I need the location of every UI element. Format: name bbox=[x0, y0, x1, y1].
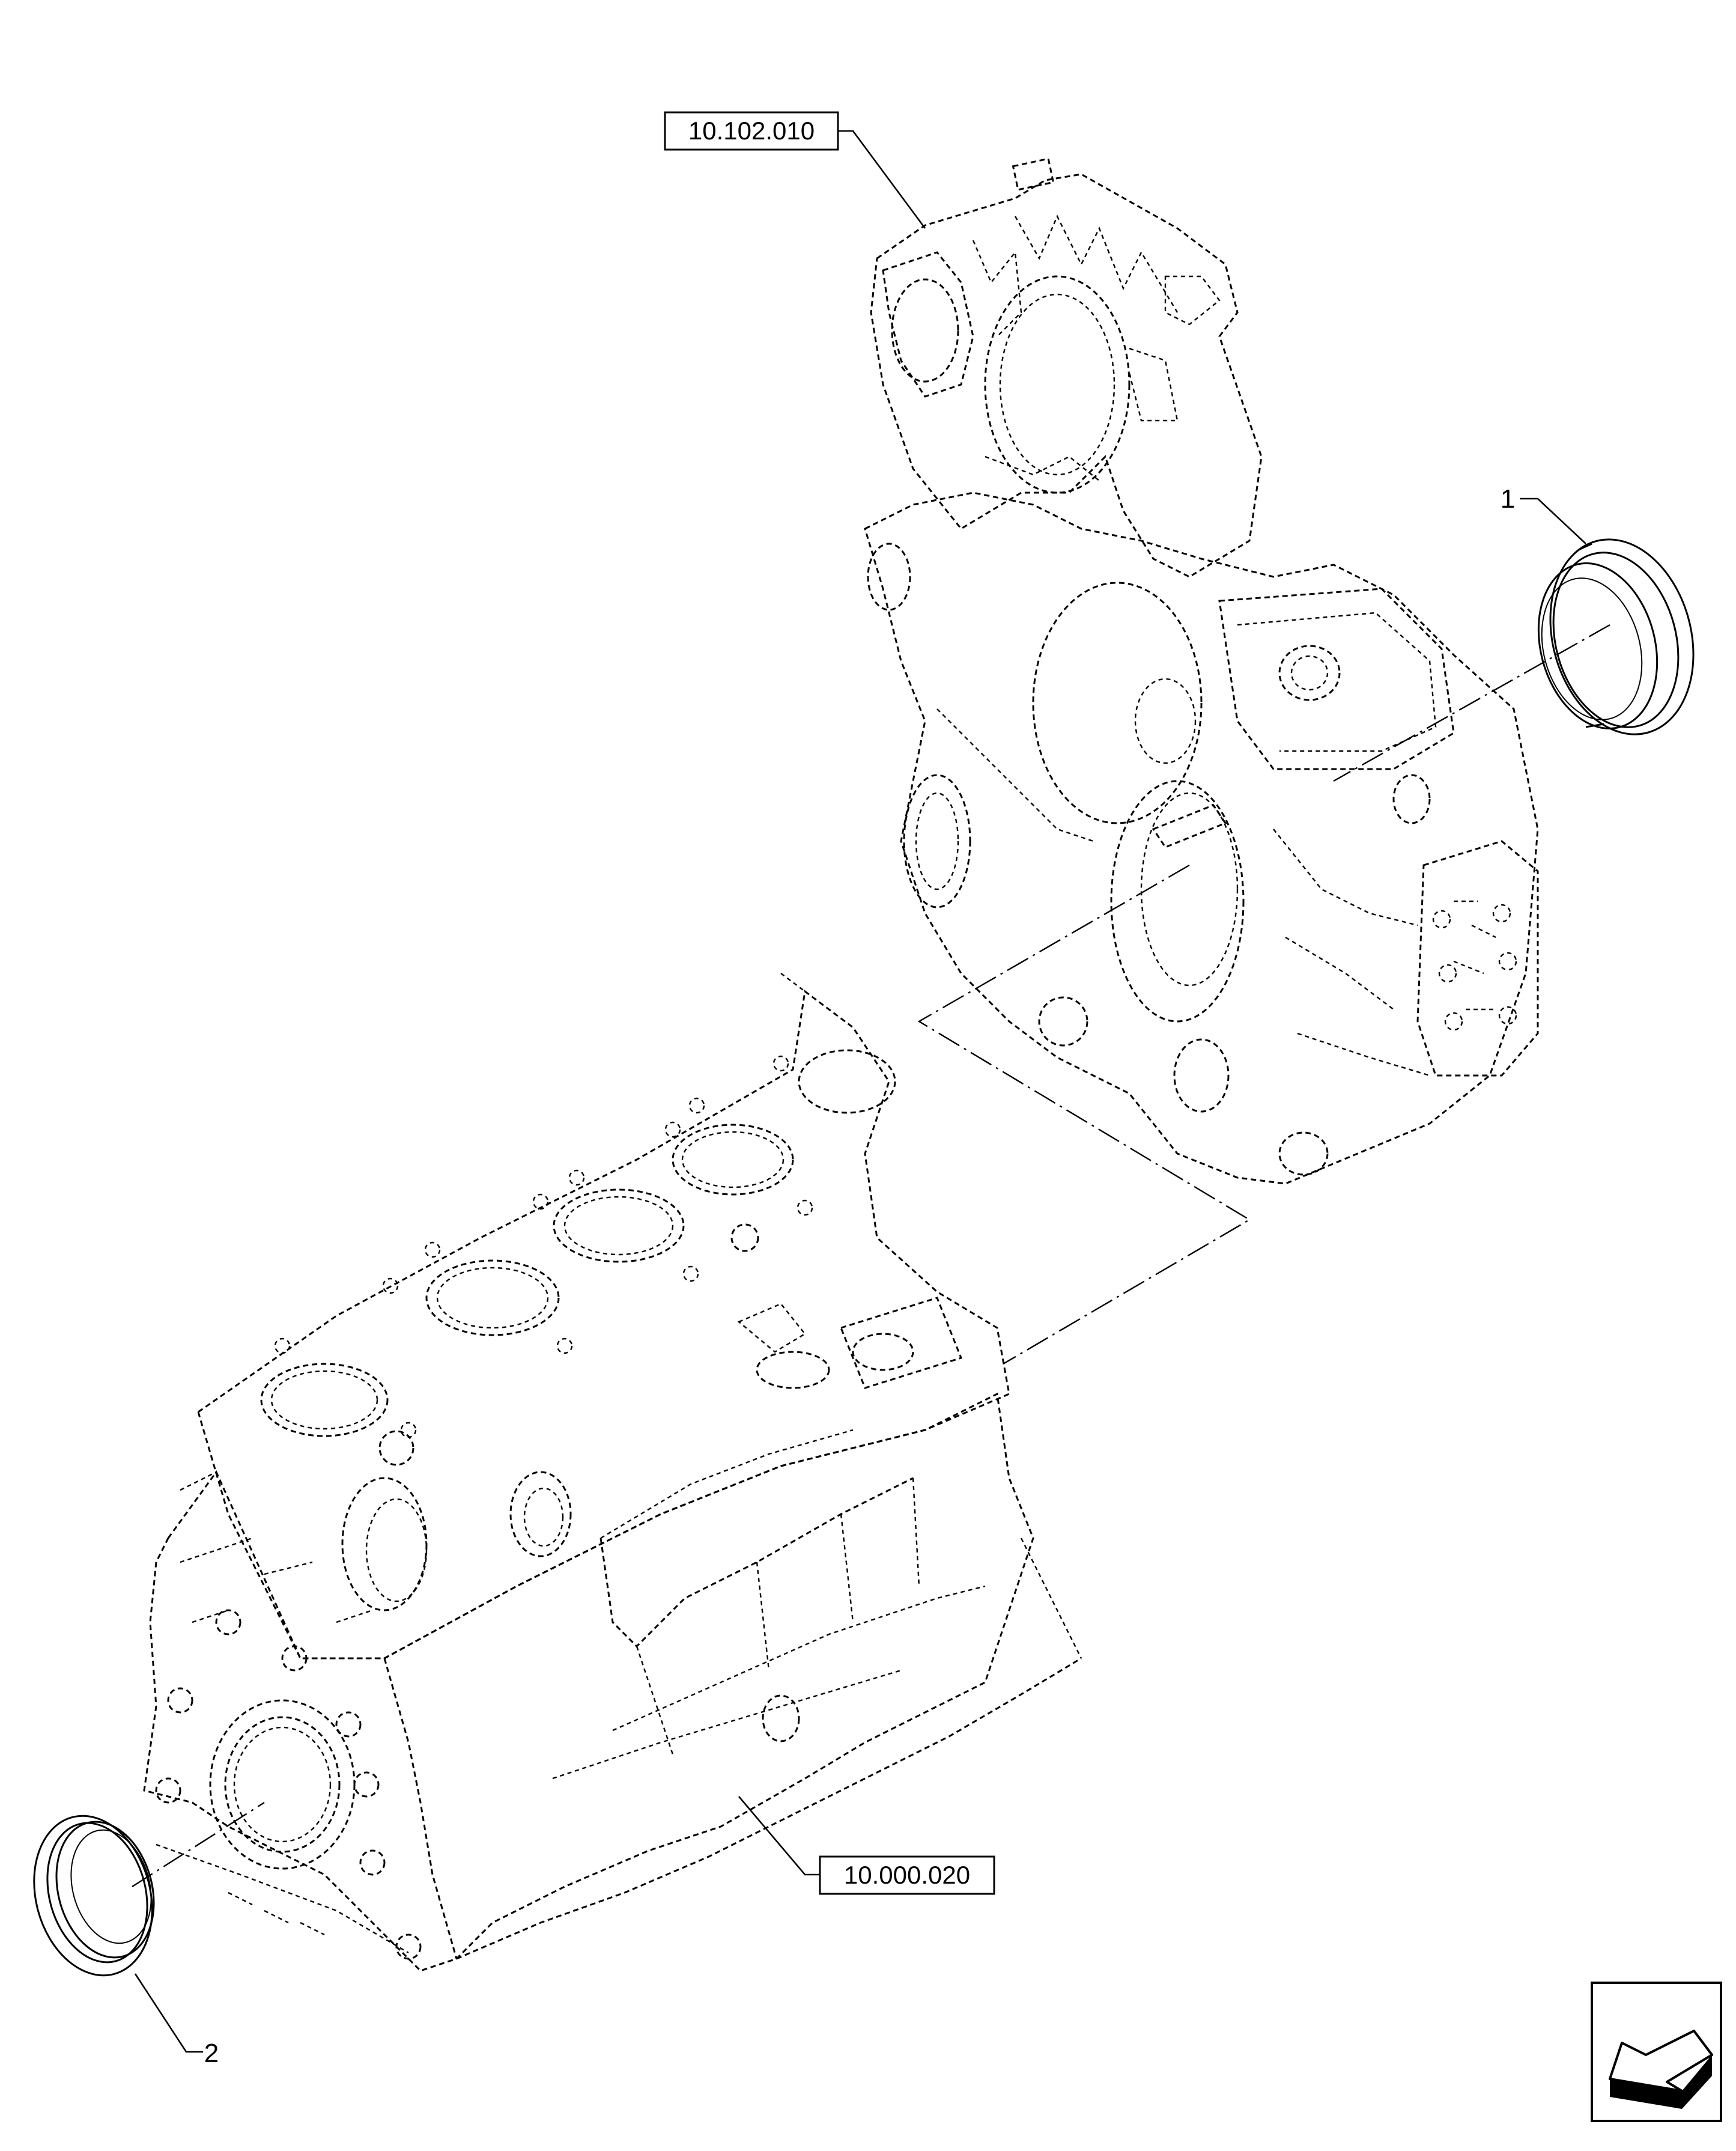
ref-label-front-cover-text: 10.102.010 bbox=[688, 117, 815, 145]
seal-front-drawing bbox=[1537, 538, 1695, 735]
ref-label-front-cover[interactable]: 10.102.010 bbox=[664, 111, 839, 151]
front-cover-drawing bbox=[864, 157, 1539, 1185]
assembly-centerlines bbox=[132, 624, 1610, 1888]
item-number-1: 1 bbox=[1501, 484, 1515, 514]
item-number-2: 2 bbox=[204, 2039, 219, 2068]
ref-label-engine-block[interactable]: 10.000.020 bbox=[819, 1855, 995, 1895]
ref-label-engine-block-text: 10.000.020 bbox=[844, 1861, 970, 1889]
arrow-left-icon[interactable] bbox=[1591, 1982, 1722, 2122]
leader-lines bbox=[134, 130, 1586, 2053]
seal-rear-drawing bbox=[33, 1815, 155, 1977]
engine-block-drawing bbox=[143, 973, 1082, 1972]
